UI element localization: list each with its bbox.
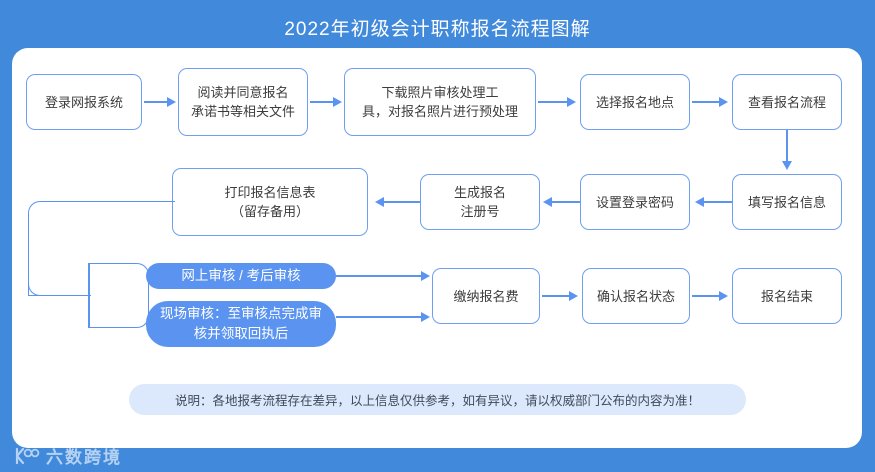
- connector-branch-online-audit: [88, 263, 149, 296]
- arrow-fillinfo-to-setpassword: [695, 196, 704, 207]
- connector-fillinfo-to-setpassword: [702, 201, 732, 203]
- arrow-confirmstatus-to-finish: [719, 290, 728, 301]
- connector-payfee-to-confirmstatus: [542, 295, 570, 297]
- watermark: 六数跨境: [14, 443, 122, 468]
- arrow-onsiteaudit-to-payfee: [421, 311, 430, 322]
- flow-node-finish[interactable]: 报名结束: [732, 268, 842, 324]
- connector-login-to-agree: [144, 101, 168, 103]
- flow-node-pay-fee-label: 缴纳报名费: [453, 288, 519, 304]
- connector-agree-to-phototool: [310, 101, 334, 103]
- arrow-viewprocess-to-fillinfo: [781, 161, 792, 170]
- flow-node-set-password-label: 设置登录密码: [595, 194, 674, 210]
- disclaimer-note: 说明：各地报考流程存在差异，以上信息仅供参考，如有异议，请以权威部门公布的内容为…: [129, 384, 746, 415]
- flowchart-card: 登录网报系统 阅读并同意报名 承诺书等相关文件 下载照片审核处理工 具，对报名照…: [12, 48, 862, 448]
- flow-node-photo-tool[interactable]: 下载照片审核处理工 具，对报名照片进行预处理: [344, 68, 536, 136]
- flow-pill-online-audit[interactable]: 网上审核 / 考后审核: [146, 263, 336, 289]
- arrow-phototool-to-selectplace: [567, 96, 576, 107]
- flow-node-select-place[interactable]: 选择报名地点: [580, 74, 690, 130]
- flow-pill-online-audit-label: 网上审核 / 考后审核: [181, 268, 301, 283]
- brand-mark-icon: [14, 446, 40, 466]
- connector-onsiteaudit-to-payfee: [336, 316, 422, 318]
- arrow-genregno-to-printform: [375, 196, 384, 207]
- flow-node-print-form-label: 打印报名信息表 （留存备用）: [224, 185, 316, 219]
- connector-confirmstatus-to-finish: [692, 295, 720, 297]
- flow-node-confirm-status[interactable]: 确认报名状态: [582, 268, 690, 324]
- flow-pill-onsite-audit[interactable]: 现场审核：至审核点完成审 核并领取回执后: [146, 301, 336, 347]
- flow-node-agree-label: 阅读并同意报名 承诺书等相关文件: [190, 85, 295, 119]
- arrow-setpassword-to-genregno: [543, 196, 552, 207]
- flow-node-confirm-status-label: 确认报名状态: [596, 288, 675, 304]
- connector-viewprocess-to-fillinfo: [786, 130, 788, 163]
- flow-node-select-place-label: 选择报名地点: [595, 94, 674, 110]
- arrow-onlineaudit-to-payfee: [421, 270, 430, 281]
- connector-onlineaudit-to-payfee: [336, 275, 422, 277]
- arrow-selectplace-to-viewprocess: [719, 96, 728, 107]
- connector-elbow-bottomleft: [28, 248, 91, 296]
- arrow-login-to-agree: [167, 96, 176, 107]
- page-title: 2022年初级会计职称报名流程图解: [284, 19, 591, 40]
- flow-node-login-label: 登录网报系统: [44, 94, 123, 110]
- flow-node-pay-fee[interactable]: 缴纳报名费: [432, 268, 540, 324]
- flow-node-login[interactable]: 登录网报系统: [26, 74, 142, 130]
- connector-branch-onsite-audit: [88, 295, 149, 328]
- flow-node-fill-info-label: 填写报名信息: [747, 194, 826, 210]
- arrow-agree-to-phototool: [333, 96, 342, 107]
- connector-setpassword-to-genregno: [550, 201, 580, 203]
- flow-node-fill-info[interactable]: 填写报名信息: [732, 174, 842, 230]
- flow-node-view-process[interactable]: 查看报名流程: [732, 74, 842, 130]
- watermark-text: 六数跨境: [46, 448, 122, 467]
- flow-node-print-form[interactable]: 打印报名信息表 （留存备用）: [172, 168, 368, 236]
- flow-node-photo-tool-label: 下载照片审核处理工 具，对报名照片进行预处理: [361, 85, 518, 119]
- flow-node-view-process-label: 查看报名流程: [747, 94, 826, 110]
- connector-genregno-to-printform: [382, 201, 420, 203]
- connector-phototool-to-selectplace: [538, 101, 568, 103]
- flow-pill-onsite-audit-label: 现场审核：至审核点完成审 核并领取回执后: [160, 306, 322, 341]
- flow-node-set-password[interactable]: 设置登录密码: [580, 174, 690, 230]
- arrow-payfee-to-confirmstatus: [569, 290, 578, 301]
- connector-selectplace-to-viewprocess: [692, 101, 720, 103]
- flow-node-finish-label: 报名结束: [760, 288, 813, 304]
- flow-node-gen-reg-no-label: 生成报名 注册号: [453, 185, 506, 219]
- flow-node-gen-reg-no[interactable]: 生成报名 注册号: [420, 174, 540, 230]
- flow-node-agree[interactable]: 阅读并同意报名 承诺书等相关文件: [178, 68, 308, 136]
- disclaimer-note-text: 说明：各地报考流程存在差异，以上信息仅供参考，如有异议，请以权威部门公布的内容为…: [174, 394, 700, 408]
